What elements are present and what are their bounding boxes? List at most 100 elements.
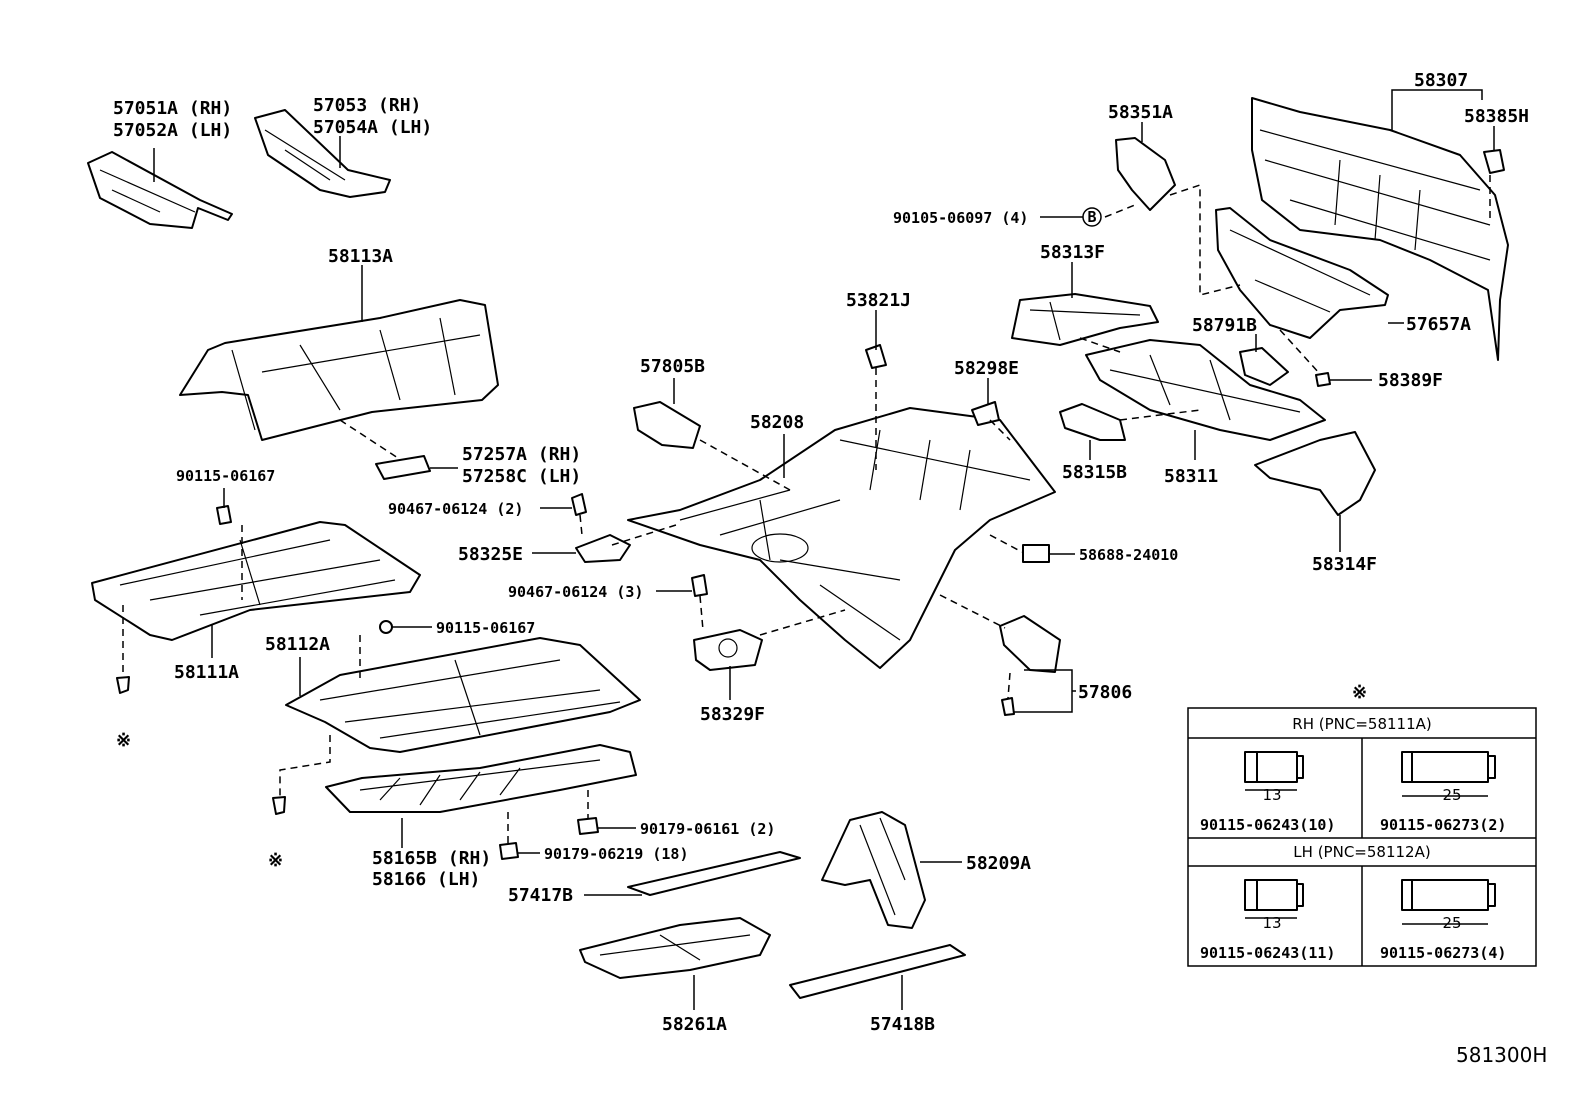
bolt-b-marker[interactable]: B — [1082, 207, 1102, 227]
part-90467-clip-a[interactable] — [571, 493, 587, 516]
legend-lh-long-part: 90115-06273(4) — [1380, 944, 1506, 962]
label-58325e: 58325E — [458, 544, 523, 565]
bolt-short-icon — [1244, 751, 1304, 791]
note-mark-a: ※ — [116, 730, 131, 751]
label-57257a: 57257A (RH) — [462, 444, 581, 465]
label-58329f: 58329F — [700, 704, 765, 725]
label-58111a: 58111A — [174, 662, 239, 683]
part-58112a-floor-pan[interactable] — [285, 637, 641, 753]
leader-lines — [153, 89, 1495, 1010]
legend-rh-long-dim: 25 — [1442, 786, 1461, 804]
label-58298e: 58298E — [954, 358, 1019, 379]
bolt-note-mark-b[interactable] — [272, 796, 286, 815]
part-57257a-pad[interactable] — [375, 455, 431, 480]
label-57258c: 57258C (LH) — [462, 466, 581, 487]
label-58209a: 58209A — [966, 853, 1031, 874]
part-58113a-tunnel[interactable] — [179, 299, 499, 441]
label-90467-a: 90467-06124 (2) — [388, 500, 523, 518]
label-58165b: 58165B (RH) — [372, 848, 491, 869]
label-58112a: 58112A — [265, 634, 330, 655]
part-57806-bracket[interactable] — [999, 615, 1061, 716]
label-58389f: 58389F — [1378, 370, 1443, 391]
bolt-b-letter: B — [1087, 208, 1096, 226]
part-58298e-bracket[interactable] — [971, 401, 1000, 426]
part-57051a-rail[interactable] — [87, 151, 233, 229]
label-58315b: 58315B — [1062, 462, 1127, 483]
legend-rh-short-part: 90115-06243(10) — [1200, 816, 1335, 834]
legend-lh-short-part: 90115-06243(11) — [1200, 944, 1335, 962]
diagram-code: 581300H — [1456, 1043, 1547, 1067]
label-90115-b: 90115-06167 — [436, 619, 535, 637]
label-90467-b: 90467-06124 (3) — [508, 583, 643, 601]
legend-rh-long-part: 90115-06273(2) — [1380, 816, 1506, 834]
label-57052a: 57052A (LH) — [113, 120, 232, 141]
bolt-90115-a[interactable] — [216, 505, 232, 525]
part-57417b-sill[interactable] — [627, 851, 801, 896]
part-58329f-pad[interactable] — [693, 629, 763, 671]
bolt-long-icon — [1401, 879, 1496, 925]
part-58307-back-panel[interactable] — [1251, 97, 1509, 361]
part-58261a-bracket[interactable] — [579, 917, 771, 979]
part-labels: 57051A (RH) 57052A (LH) 57053 (RH) 57054… — [113, 70, 1529, 1035]
label-58311: 58311 — [1164, 466, 1218, 487]
label-58791b: 58791B — [1192, 315, 1257, 336]
label-58351a: 58351A — [1108, 102, 1173, 123]
legend-rh-short-dim: 13 — [1262, 786, 1281, 804]
label-57418b: 57418B — [870, 1014, 935, 1035]
label-58307: 58307 — [1414, 70, 1468, 91]
label-57051a: 57051A (RH) — [113, 98, 232, 119]
part-57657a-panel[interactable] — [1215, 207, 1389, 339]
part-90467-clip-b[interactable] — [691, 574, 708, 597]
label-58113a: 58113A — [328, 246, 393, 267]
label-90179-a: 90179-06161 (2) — [640, 820, 775, 838]
bolt-90115-b[interactable] — [379, 620, 393, 634]
label-58385h: 58385H — [1464, 106, 1529, 127]
label-58208: 58208 — [750, 412, 804, 433]
label-57053: 57053 (RH) — [313, 95, 421, 116]
bolt-note-mark-a[interactable] — [116, 676, 130, 694]
part-58315b-panel[interactable] — [1059, 403, 1126, 441]
part-58791b-bracket[interactable] — [1239, 347, 1289, 386]
part-58208-main-floor[interactable] — [627, 407, 1056, 669]
part-58688-plug[interactable] — [1022, 544, 1050, 563]
part-58111a-floor-pan[interactable] — [91, 521, 421, 641]
legend-rh-header: RH (PNC=58111A) — [1292, 715, 1431, 733]
part-57053-rail[interactable] — [254, 109, 391, 198]
part-58165b-under-cover[interactable] — [325, 744, 637, 813]
label-58166: 58166 (LH) — [372, 869, 480, 890]
label-57054a: 57054A (LH) — [313, 117, 432, 138]
label-58314f: 58314F — [1312, 554, 1377, 575]
nut-90179-a[interactable] — [577, 817, 599, 835]
label-58261a: 58261A — [662, 1014, 727, 1035]
part-58325e-pad[interactable] — [575, 534, 631, 563]
part-58385h-clip[interactable] — [1483, 149, 1505, 174]
label-90179-b: 90179-06219 (18) — [544, 845, 689, 863]
label-58688: 58688-24010 — [1079, 546, 1178, 564]
bolt-long-icon — [1401, 751, 1496, 797]
label-57657a: 57657A — [1406, 314, 1471, 335]
nut-90179-b[interactable] — [499, 842, 519, 860]
part-58311-rear-floor[interactable] — [1085, 339, 1326, 441]
part-57805b-bracket[interactable] — [633, 401, 701, 449]
label-90115-a: 90115-06167 — [176, 467, 275, 485]
part-58351a-bracket[interactable] — [1115, 137, 1176, 211]
part-58314f-panel[interactable] — [1254, 431, 1376, 516]
assembly-lines — [122, 175, 1491, 843]
note-mark-b: ※ — [268, 850, 283, 871]
label-57417b: 57417B — [508, 885, 573, 906]
part-58313f-panel[interactable] — [1011, 293, 1159, 346]
label-58313f: 58313F — [1040, 242, 1105, 263]
legend-note-mark: ※ — [1352, 682, 1367, 703]
legend-lh-short-dim: 13 — [1262, 914, 1281, 932]
label-53821j: 53821J — [846, 290, 911, 311]
part-58209a-reinforcement[interactable] — [821, 811, 926, 929]
legend-lh-header: LH (PNC=58112A) — [1293, 843, 1430, 861]
bolt-short-icon — [1244, 879, 1304, 919]
part-58389f-clip[interactable] — [1315, 372, 1331, 387]
bolt-legend-table: ※ RH (PNC=58111A) LH (PNC=58112A) 13 901… — [1187, 682, 1537, 967]
part-57418b-sill[interactable] — [789, 944, 966, 999]
label-90105: 90105-06097 (4) — [893, 209, 1028, 227]
label-57805b: 57805B — [640, 356, 705, 377]
legend-lh-long-dim: 25 — [1442, 914, 1461, 932]
